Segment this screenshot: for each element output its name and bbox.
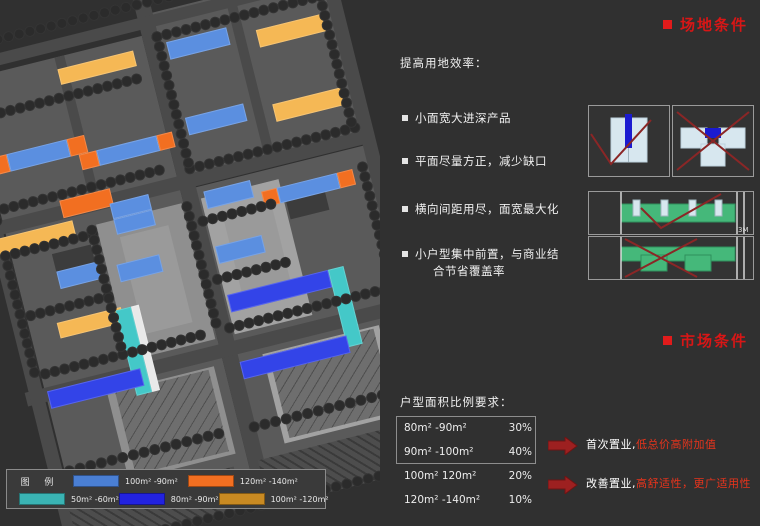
red-square-icon <box>662 336 672 345</box>
table-cell-pct-0: 30% <box>508 422 532 434</box>
diagram-lateral-spacing-good: 3M <box>588 191 754 235</box>
bullet-text-3-cont: 合节省覆盖率 <box>433 264 505 278</box>
table-title: 户型面积比例要求： <box>400 395 513 409</box>
bullet-square-icon <box>402 158 408 164</box>
bullet-item-3: 小户型集中前置，与商业结 合节省覆盖率 <box>402 246 559 280</box>
table-cell-range-0: 80m² -90m² <box>404 422 467 434</box>
table-highlight-box <box>396 416 536 464</box>
table-cell-pct-2: 20% <box>508 470 532 482</box>
unit-mix-table: 80m² -90m² 30% 90m² -100m² 40% 100m² 120… <box>396 416 536 512</box>
bullet-item-2: 横向间距用尽，面宽最大化 <box>402 201 559 218</box>
legend-swatch-0 <box>73 475 119 487</box>
content-panel: 场地条件 提高用地效率： 小面宽大进深产品 平面尽量方正，减少缺口 横向间距用尽… <box>380 0 760 526</box>
legend-swatch-3 <box>118 493 165 505</box>
bullet-item-0: 小面宽大进深产品 <box>402 110 511 127</box>
arrow-right-icon-0 <box>547 436 578 456</box>
note-lead-0: 首次置业, <box>586 438 636 451</box>
bullet-square-icon <box>402 115 408 121</box>
bullet-text-3: 小户型集中前置，与商业结 <box>415 247 559 261</box>
legend-label-4: 100m² -120m² <box>270 494 329 504</box>
note-lead-1: 改善置业, <box>586 477 636 490</box>
legend-item-3: 80m² -90m² <box>118 493 219 505</box>
arrow-right-icon-1 <box>547 475 578 495</box>
section-title-site: 场地条件 <box>679 16 748 34</box>
bullet-text-0: 小面宽大进深产品 <box>415 111 511 125</box>
bullet-text-1: 平面尽量方正，减少缺口 <box>415 154 547 168</box>
note-highlight-0: 低总价高附加值 <box>636 438 717 451</box>
diagram-narrow-deep-good <box>588 105 670 177</box>
table-cell-range-3: 120m² -140m² <box>404 494 481 506</box>
lead-text: 提高用地效率： <box>400 56 488 70</box>
red-square-icon <box>662 20 672 29</box>
map-legend: 图 例 100m² -90m² 120m² -140m² 50m² -60m² <box>6 469 329 509</box>
diagram-narrow-deep-bad <box>672 105 754 177</box>
table-row: 80m² -90m² 30% <box>396 416 536 440</box>
site-plan-image: 图 例 100m² -90m² 120m² -140m² 50m² -60m² <box>0 0 380 526</box>
legend-title: 图 例 <box>20 477 60 488</box>
section-title-market: 市场条件 <box>679 332 748 350</box>
legend-item-2: 50m² -60m² <box>19 493 119 505</box>
diagram-lateral-spacing-bad <box>588 236 754 280</box>
section-header-market-conditions: 市场条件 <box>662 330 748 351</box>
bullet-square-icon <box>402 206 408 212</box>
bullet-text-2: 横向间距用尽，面宽最大化 <box>415 202 559 216</box>
legend-item-4: 100m² -120m² <box>218 493 329 505</box>
note-text-0: 首次置业,低总价高附加值 <box>586 436 717 452</box>
legend-item-1: 120m² -140m² <box>187 475 298 487</box>
bullet-square-icon <box>402 251 408 257</box>
legend-swatch-2 <box>19 493 65 505</box>
note-text-1: 改善置业,高舒适性，更广适用性 <box>586 475 751 491</box>
svg-text:3M: 3M <box>738 226 749 234</box>
legend-label-2: 50m² -60m² <box>71 494 119 504</box>
legend-label-0: 100m² -90m² <box>125 476 178 486</box>
table-row: 100m² 120m² 20% <box>396 464 536 488</box>
table-cell-pct-3: 10% <box>508 494 532 506</box>
legend-swatch-4 <box>218 493 265 505</box>
legend-item-0: 100m² -90m² <box>73 475 178 487</box>
note-highlight-1: 高舒适性，更广适用性 <box>636 477 751 490</box>
table-row: 90m² -100m² 40% <box>396 440 536 464</box>
table-row: 120m² -140m² 10% <box>396 488 536 512</box>
table-cell-range-2: 100m² 120m² <box>404 470 477 482</box>
legend-label-3: 80m² -90m² <box>170 494 219 504</box>
legend-label-1: 120m² -140m² <box>239 476 298 486</box>
table-cell-pct-1: 40% <box>508 446 532 458</box>
bullet-item-1: 平面尽量方正，减少缺口 <box>402 153 547 170</box>
site-plan-rotated-layer <box>0 0 380 526</box>
legend-swatch-1 <box>187 475 234 487</box>
section-header-site-conditions: 场地条件 <box>662 14 748 35</box>
table-cell-range-1: 90m² -100m² <box>404 446 474 458</box>
